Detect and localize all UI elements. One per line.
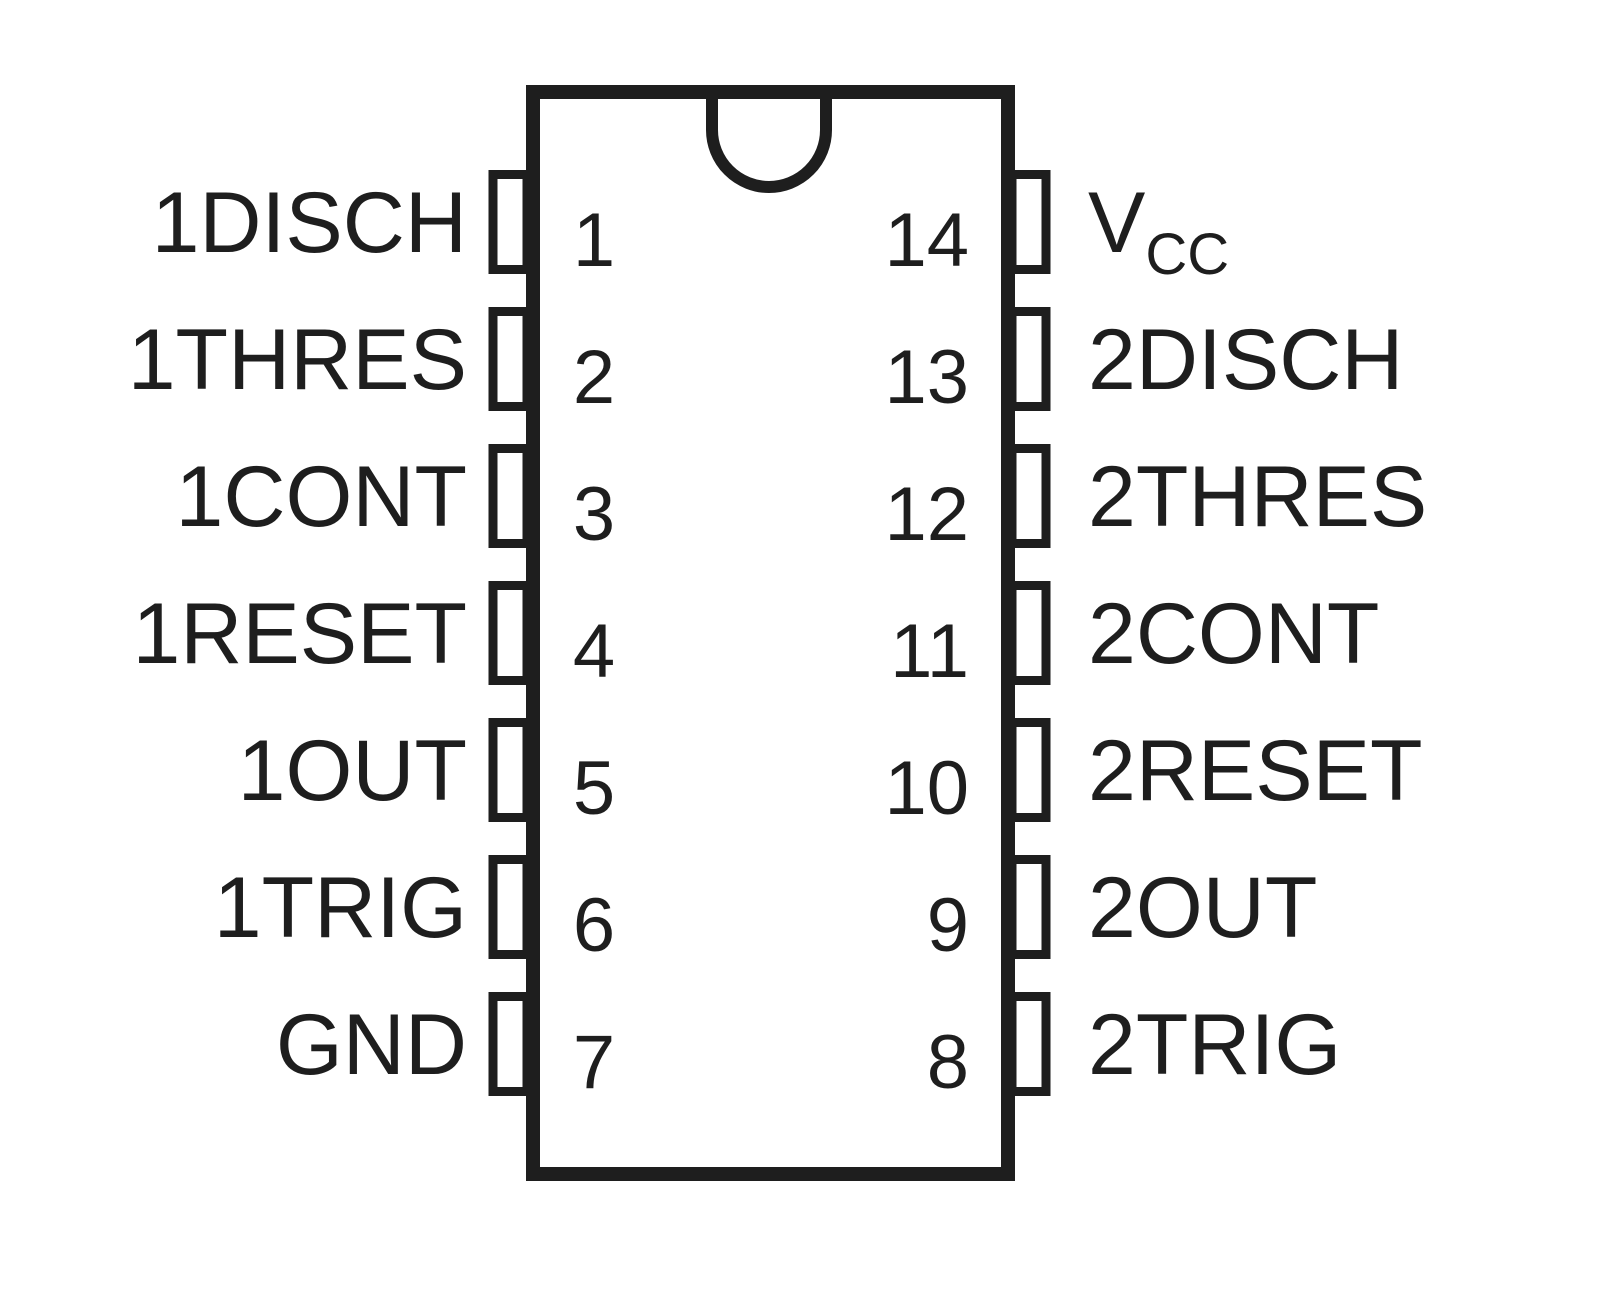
- pin-label: 2DISCH: [1088, 312, 1403, 408]
- pin-14: 14 VCC: [884, 170, 1229, 287]
- pin-5: 5 1OUT: [238, 718, 615, 831]
- pin-lead: [488, 444, 532, 548]
- pin-label: 1TRIG: [214, 860, 467, 956]
- pin-8: 8 2TRIG: [927, 992, 1341, 1105]
- pin-label: 1OUT: [238, 723, 467, 819]
- pin-number: 5: [573, 746, 615, 831]
- pin-lead: [488, 170, 532, 274]
- pin-2: 2 1THRES: [128, 307, 615, 420]
- pin-label: 2CONT: [1088, 586, 1379, 682]
- pin-3: 3 1CONT: [176, 444, 615, 557]
- pin-lead: [1007, 855, 1051, 959]
- pin-lead: [488, 718, 532, 822]
- pin-7: 7 GND: [276, 992, 615, 1105]
- pin-label: 2OUT: [1088, 860, 1317, 956]
- pin-label: 1DISCH: [152, 175, 467, 271]
- pin-lead: [488, 307, 532, 411]
- pin-number: 6: [573, 883, 615, 968]
- pin-lead: [1007, 307, 1051, 411]
- pin-6: 6 1TRIG: [214, 855, 615, 968]
- pin-number: 8: [927, 1020, 969, 1105]
- pin-number: 3: [573, 472, 615, 557]
- pin-number: 1: [573, 198, 615, 283]
- pin-10: 10 2RESET: [884, 718, 1423, 831]
- pin-label: 1RESET: [132, 586, 467, 682]
- pin-lead: [1007, 992, 1051, 1096]
- pin-lead: [1007, 444, 1051, 548]
- pin-number: 12: [884, 472, 969, 557]
- pin-number: 2: [573, 335, 615, 420]
- pin-1: 1 1DISCH: [152, 170, 615, 283]
- pin-number: 4: [573, 609, 615, 694]
- pin-label: GND: [276, 997, 467, 1093]
- pin-label: 2THRES: [1088, 449, 1427, 545]
- pin-4: 4 1RESET: [132, 581, 615, 694]
- pin-lead: [488, 581, 532, 685]
- pin-number: 14: [884, 198, 969, 283]
- pin-lead: [1007, 170, 1051, 274]
- pin1-notch: [706, 92, 832, 193]
- pin-number: 10: [884, 746, 969, 831]
- pin-13: 13 2DISCH: [884, 307, 1403, 420]
- pins: 1 1DISCH 2 1THRES 3 1CONT 4 1RESET 5 1OUT 6 1TRIG 7 G…: [128, 170, 1427, 1105]
- pin-lead: [1007, 718, 1051, 822]
- pin-label-subscript: CC: [1145, 222, 1229, 287]
- pin-12: 12 2THRES: [884, 444, 1427, 557]
- pin-label: VCC: [1088, 175, 1229, 287]
- pin-label: 2TRIG: [1088, 997, 1341, 1093]
- pin-number: 7: [573, 1020, 615, 1105]
- pin-lead: [1007, 581, 1051, 685]
- pin-number: 11: [890, 609, 969, 694]
- pin-9: 9 2OUT: [927, 855, 1317, 968]
- pin-11: 11 2CONT: [890, 581, 1379, 694]
- pin-lead: [488, 992, 532, 1096]
- pin-label: 1CONT: [176, 449, 467, 545]
- pin-label: 2RESET: [1088, 723, 1423, 819]
- pin-number: 13: [884, 335, 969, 420]
- pin-number: 9: [927, 883, 969, 968]
- pin-label: 1THRES: [128, 312, 467, 408]
- pin-lead: [488, 855, 532, 959]
